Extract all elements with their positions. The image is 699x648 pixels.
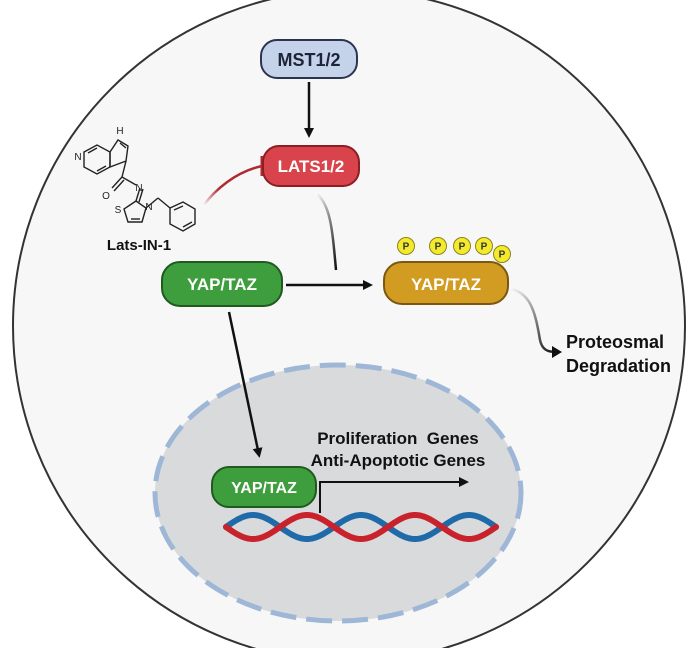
phosphate-label: P — [481, 242, 488, 253]
lats-in-1-label: Lats-IN-1 — [107, 237, 171, 254]
yap-taz-phospho-label: YAP/TAZ — [411, 275, 481, 294]
phosphate-circle — [397, 237, 415, 255]
dna-strand-red — [223, 512, 499, 542]
phosphate-circle — [429, 237, 447, 255]
inhibition-line — [202, 164, 263, 207]
yap-taz-nuclear-label: YAP/TAZ — [231, 480, 297, 497]
gene-label-line1: Proliferation Genes — [317, 429, 479, 448]
lats-label: LATS1/2 — [278, 157, 345, 176]
lats-node: LATS1/2 — [262, 145, 360, 187]
degradation-arrow — [507, 286, 557, 354]
lats-in-1-atom-labels: H N O N S N — [74, 126, 152, 216]
phosphate-circle — [493, 245, 511, 263]
yap-taz-cytoplasm-label: YAP/TAZ — [187, 275, 257, 294]
degradation-label-line1: Proteosmal — [566, 332, 664, 352]
atom-n-imine: N — [135, 183, 142, 194]
dna-strand-blue — [223, 512, 499, 542]
yap-taz-phospho-node: YAP/TAZ — [383, 261, 509, 305]
atom-n-ring: N — [145, 202, 152, 213]
degradation-label-line2: Degradation — [566, 356, 671, 376]
mst-node: MST1/2 — [260, 39, 358, 79]
phosphate-label: P — [435, 242, 442, 253]
yap-to-nucleus-arrow — [227, 311, 263, 458]
nucleus — [152, 362, 524, 624]
atom-o: O — [102, 191, 110, 202]
yap-taz-cytoplasm-node: YAP/TAZ — [161, 261, 283, 307]
mst-label: MST1/2 — [277, 50, 340, 70]
phosphate-circle — [453, 237, 471, 255]
lats-in-1-structure — [83, 139, 196, 232]
atom-s: S — [115, 205, 122, 216]
dna-helix — [223, 512, 499, 542]
gene-label-line2: Anti-Apoptotic Genes — [311, 451, 486, 470]
transcription-arrow — [319, 477, 469, 513]
lats-phosphorylation-arrow — [315, 192, 338, 271]
degradation-arrowhead — [552, 346, 562, 358]
phosphate-label: P — [403, 242, 410, 253]
atom-n-pyridine: N — [74, 152, 81, 163]
phosphate-label: P — [499, 250, 506, 261]
atom-h: H — [116, 126, 123, 137]
phosphate-circle — [475, 237, 493, 255]
yap-taz-nuclear-node: YAP/TAZ — [211, 466, 317, 508]
phosphate-label: P — [459, 242, 466, 253]
